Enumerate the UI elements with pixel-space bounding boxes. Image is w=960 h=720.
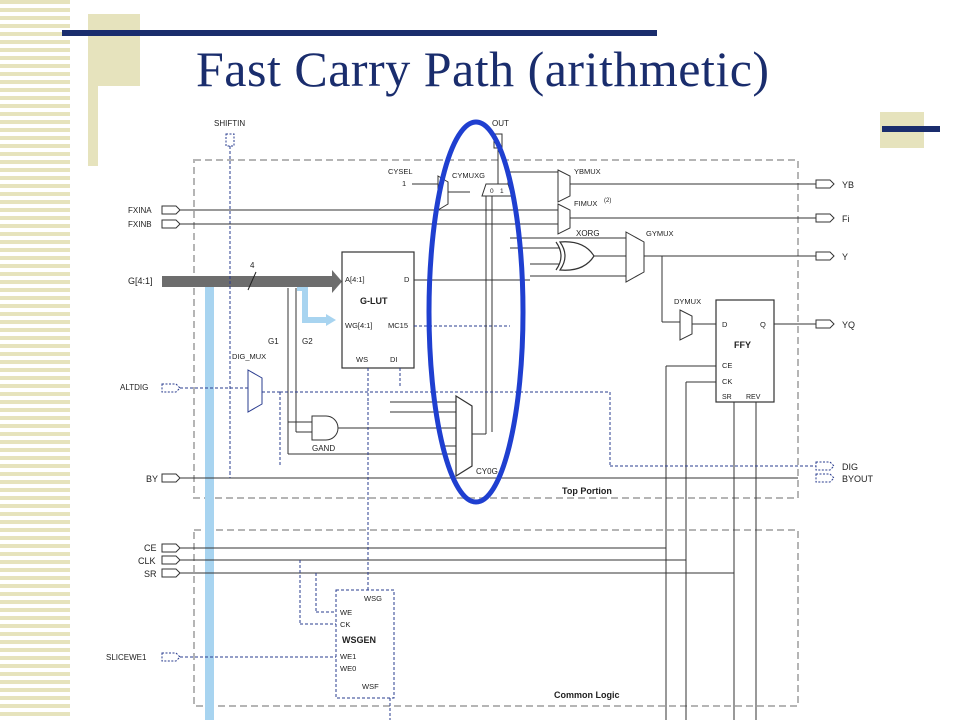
cysel-one-label: 1 (402, 179, 406, 188)
gand-gate: GAND (311, 415, 339, 453)
svg-text:BY: BY (146, 474, 158, 484)
svg-text:Y: Y (842, 252, 848, 262)
title-bar (62, 30, 657, 36)
dymux-label: DYMUX (674, 297, 701, 306)
svg-text:WE1: WE1 (340, 652, 356, 661)
svg-text:DIG: DIG (842, 462, 858, 472)
svg-text:1: 1 (500, 188, 504, 195)
svg-text:FFY: FFY (734, 340, 751, 350)
ffy-flipflop: D Q FFY CE CK SR REV (715, 299, 775, 403)
decorative-stripe (0, 0, 70, 720)
g1-label: G1 (268, 337, 279, 346)
svg-text:SLICEWE1: SLICEWE1 (106, 653, 147, 662)
shift-chain (205, 280, 214, 720)
dig-mux-label: DIG_MUX (232, 352, 266, 361)
ybmux (557, 169, 571, 203)
xorg-gate (555, 241, 595, 271)
y-output: Y (815, 251, 848, 262)
svg-text:D: D (722, 320, 728, 329)
svg-text:CLK: CLK (138, 556, 156, 566)
g-bus-arrow (332, 270, 342, 293)
dig-mux (247, 369, 263, 413)
svg-text:ALTDIG: ALTDIG (120, 383, 148, 392)
svg-text:CK: CK (722, 377, 732, 386)
svg-text:MC15: MC15 (388, 321, 408, 330)
carry-highlight-ring (426, 119, 526, 505)
common-logic-region (193, 529, 799, 707)
slide-title: Fast Carry Path (arithmetic) (196, 41, 770, 97)
svg-text:WSGEN: WSGEN (342, 635, 376, 645)
svg-text:A[4:1]: A[4:1] (345, 275, 365, 284)
svg-text:BYOUT: BYOUT (842, 474, 874, 484)
svg-text:SR: SR (722, 394, 732, 401)
bus-width-label: 4 (250, 261, 255, 270)
fxina-pin: FXINA (128, 205, 181, 215)
g-lut: A[4:1] D G-LUT WG[4:1] MC15 WS DI (341, 251, 415, 369)
top-portion-region (193, 159, 799, 499)
ce-pin: CE (144, 543, 181, 553)
fimux-label: FIMUX (574, 199, 597, 208)
svg-text:WE: WE (340, 608, 352, 617)
svg-text:YQ: YQ (842, 320, 855, 330)
accent-bar (882, 126, 940, 132)
decorative-block (88, 14, 140, 86)
clk-pin: CLK (138, 555, 181, 566)
gymux (625, 231, 645, 283)
wsgen-block: WSG WE CK WSGEN WE1 WE0 WSF (335, 589, 395, 699)
ybmux-label: YBMUX (574, 167, 601, 176)
top-portion-label: Top Portion (562, 486, 612, 496)
carry-path-diagram: 4 G[4:1] SHIFTIN OUT FXINA FXINB ALTDIG … (106, 119, 874, 720)
gymux-label: GYMUX (646, 229, 674, 238)
fi-output: Fi (815, 213, 850, 224)
svg-text:SR: SR (144, 569, 157, 579)
svg-text:WS: WS (356, 355, 368, 364)
svg-text:FXINA: FXINA (128, 206, 152, 215)
byout-output: BYOUT (815, 473, 874, 484)
shift-chain-branch (297, 285, 326, 323)
cymuxg-label: CYMUXG (452, 171, 485, 180)
g-bus (162, 276, 332, 287)
cysel-label: CYSEL (388, 167, 413, 176)
shiftin-pin (225, 133, 235, 147)
cymuxg-mux: 0 1 (481, 183, 513, 197)
g-input-label: G[4:1] (128, 276, 153, 286)
svg-text:WG[4:1]: WG[4:1] (345, 321, 373, 330)
svg-text:Fi: Fi (842, 214, 850, 224)
shiftin-label: SHIFTIN (214, 119, 245, 128)
svg-text:CE: CE (144, 543, 157, 553)
svg-text:DI: DI (390, 355, 398, 364)
svg-text:D: D (404, 275, 410, 284)
shift-chain-arrow (326, 314, 336, 326)
yq-output: YQ (815, 319, 855, 330)
sr-pin: SR (144, 568, 181, 579)
common-logic-label: Common Logic (554, 690, 620, 700)
slicewe1-pin: SLICEWE1 (106, 652, 181, 662)
svg-text:CE: CE (722, 361, 732, 370)
fimux (557, 203, 571, 235)
svg-text:REV: REV (746, 394, 761, 401)
dymux (679, 309, 693, 341)
decorative-block (88, 86, 98, 166)
svg-text:Q: Q (760, 320, 766, 329)
cy0g-mux: CY0G (455, 394, 498, 478)
svg-text:CK: CK (340, 620, 350, 629)
altdig-pin: ALTDIG (120, 383, 181, 393)
svg-text:WSF: WSF (362, 682, 379, 691)
fimux-footnote: (2) (604, 198, 611, 204)
g2-label: G2 (302, 337, 313, 346)
shiftout-label: OUT (492, 119, 509, 128)
fxinb-pin: FXINB (128, 219, 181, 229)
svg-text:CY0G: CY0G (476, 467, 498, 476)
by-pin: BY (146, 473, 181, 484)
svg-text:YB: YB (842, 180, 854, 190)
svg-text:WSG: WSG (364, 594, 382, 603)
svg-text:GAND: GAND (312, 444, 335, 453)
yb-output: YB (815, 179, 854, 190)
svg-text:G-LUT: G-LUT (360, 296, 388, 306)
svg-text:FXINB: FXINB (128, 220, 152, 229)
svg-text:0: 0 (490, 188, 494, 195)
svg-text:WE0: WE0 (340, 664, 356, 673)
dig-output: DIG (815, 461, 858, 472)
xorg-label: XORG (576, 229, 600, 238)
